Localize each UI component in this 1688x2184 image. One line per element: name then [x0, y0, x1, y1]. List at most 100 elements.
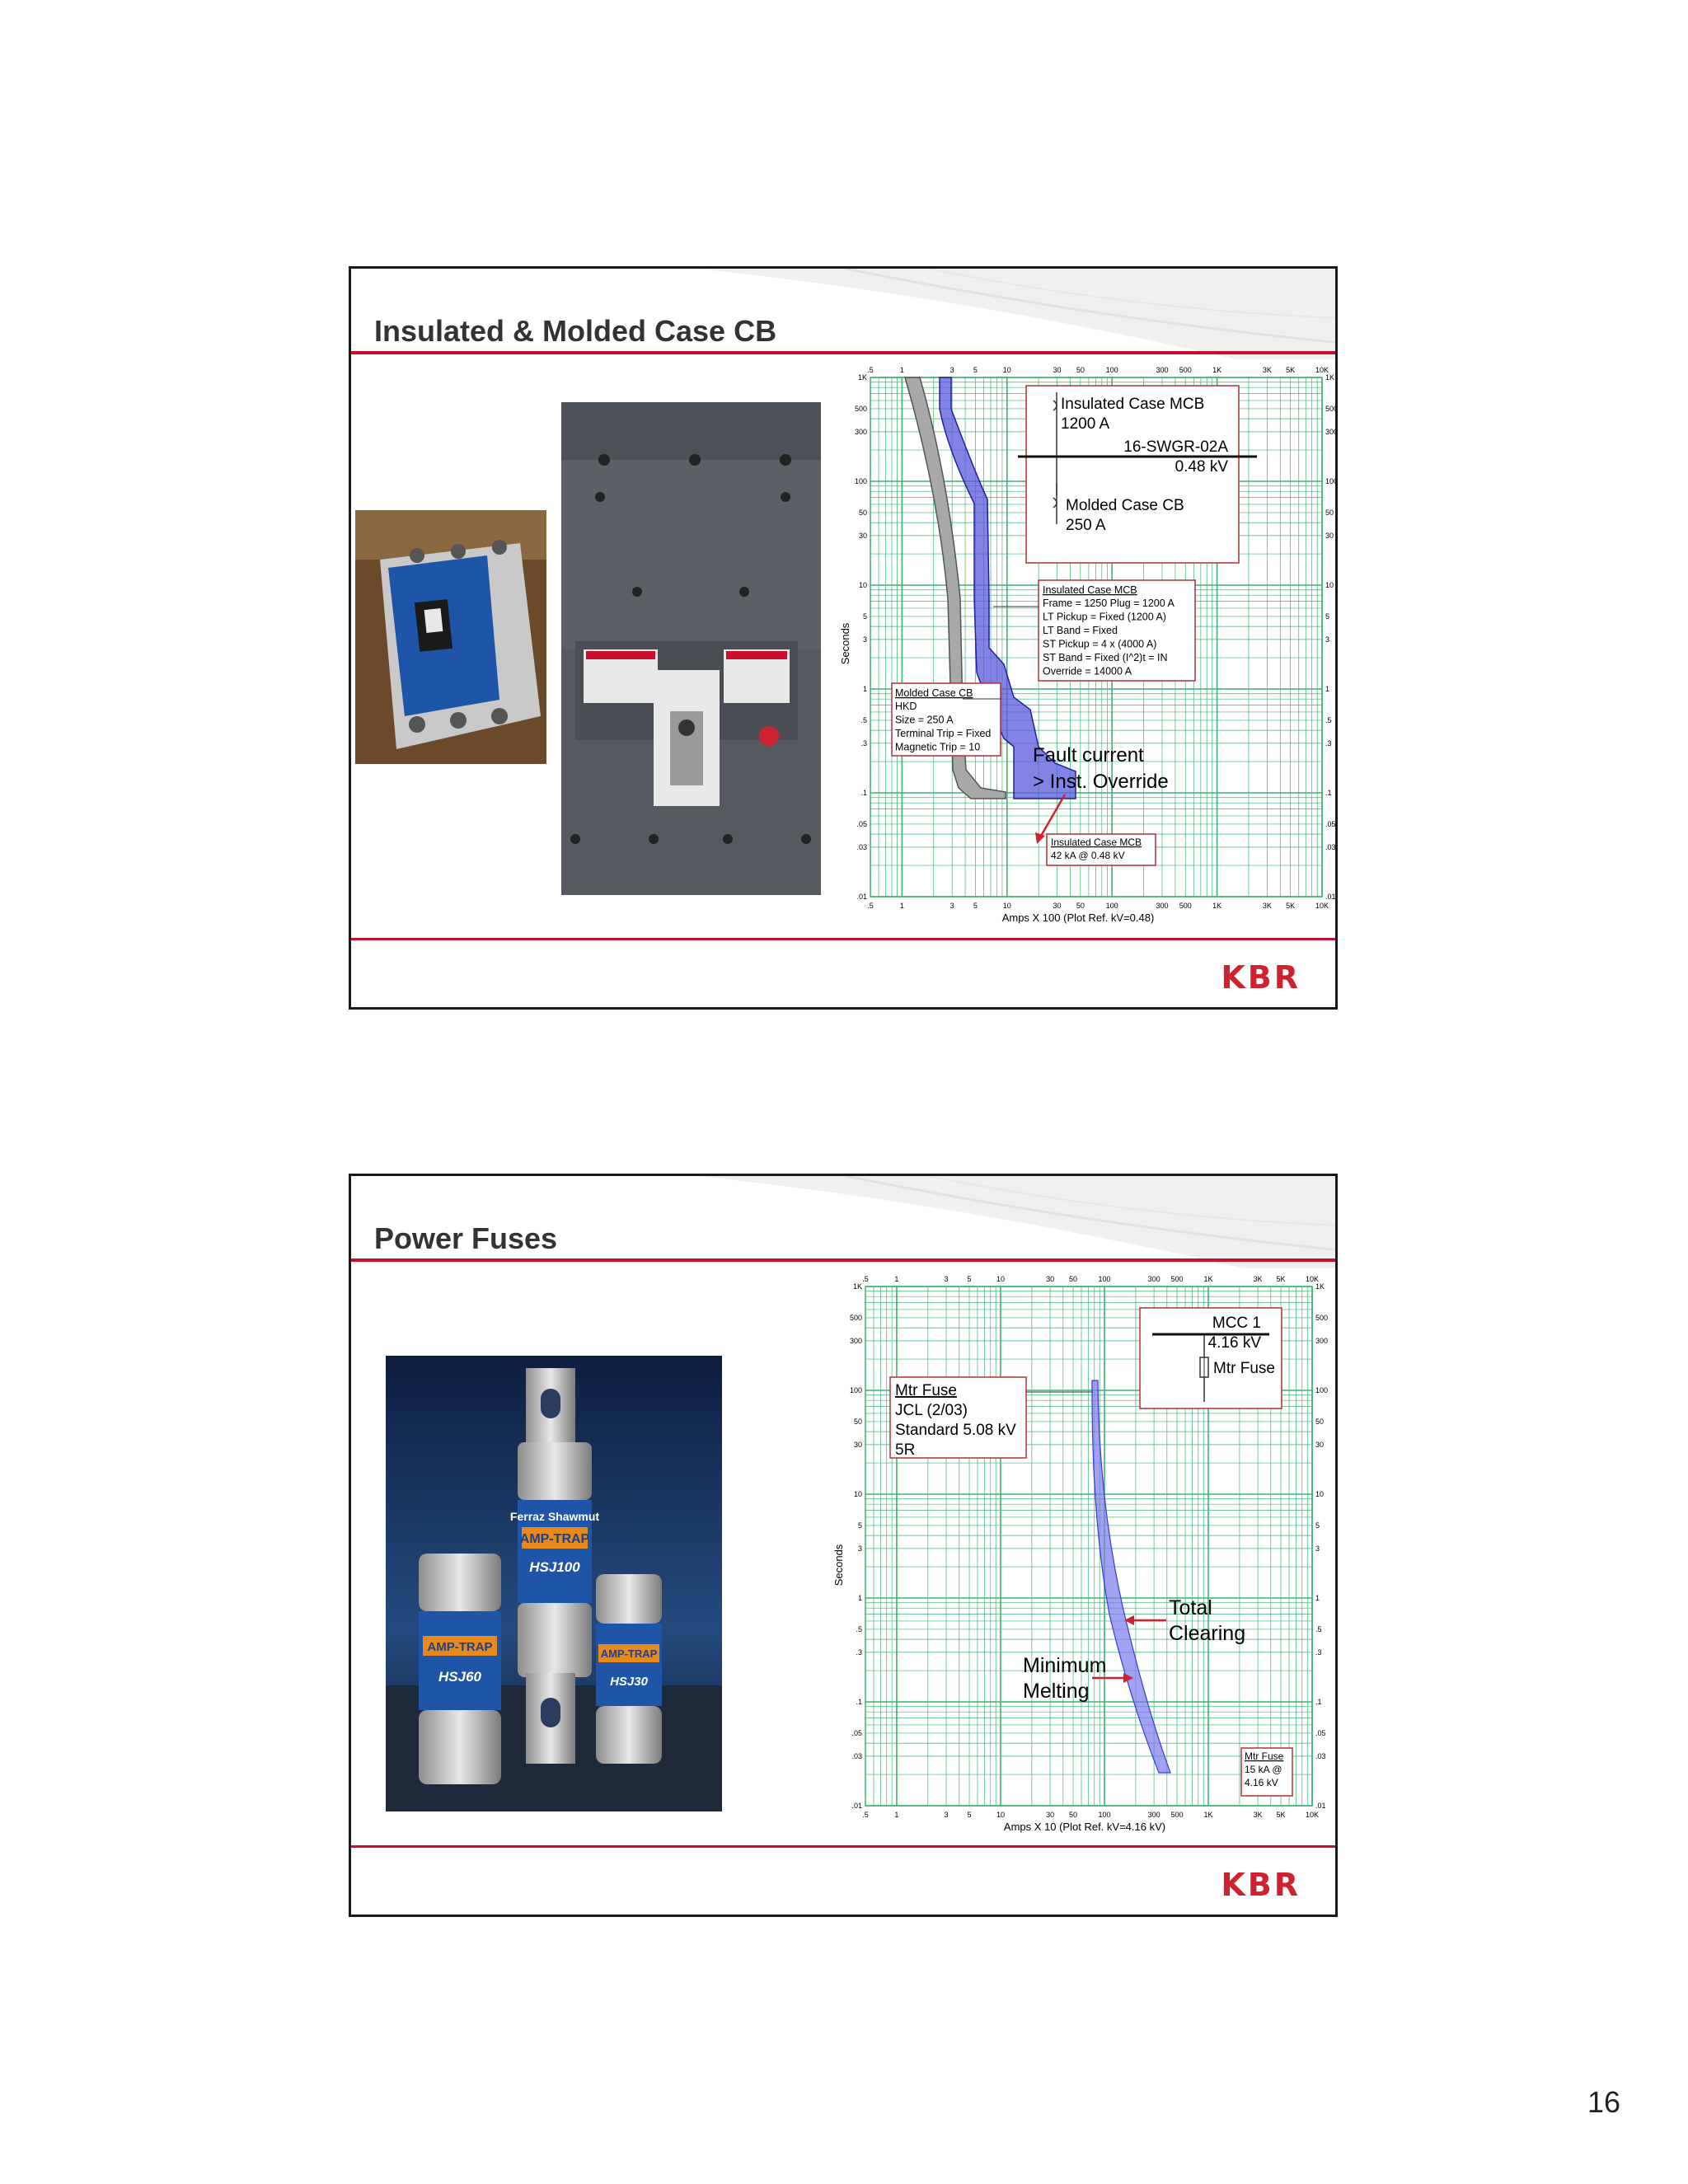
x-tick-label-top: 3K: [1263, 366, 1272, 374]
y-tick-label: 50: [859, 509, 867, 517]
y-tick-label: 300: [855, 428, 867, 436]
fault-arrowhead: [1035, 832, 1045, 844]
slide-power-fuses: Power Fuses Ferraz Shawmut AMP-TRAP HSJ1…: [349, 1174, 1338, 1917]
fault-box-title: Insulated Case MCB: [1051, 837, 1142, 848]
y-tick-label: .1: [860, 789, 867, 797]
slide-background-swoosh: [697, 1176, 1335, 1291]
fuse-box-title: Mtr Fuse: [895, 1382, 957, 1399]
oneline-device: Mtr Fuse: [1213, 1360, 1275, 1377]
x-tick-label: 10K: [1306, 1811, 1319, 1819]
x-tick-label: 1: [900, 902, 904, 910]
x-tick-label-top: .5: [867, 366, 874, 374]
y-tick-label-right: 3: [1325, 635, 1329, 644]
y-tick-label-right: .05: [1325, 820, 1335, 828]
x-tick-label: 1K: [1212, 902, 1221, 910]
mcb-setting-line: Frame = 1250 Plug = 1200 A: [1043, 598, 1175, 609]
y-tick-labels: 1K1K500500300300100100505030301010553311…: [855, 373, 1335, 901]
x-tick-label: 100: [1106, 902, 1118, 910]
x-tick-label: 1K: [1203, 1811, 1212, 1819]
x-tick-label: 300: [1156, 902, 1168, 910]
x-tick-label-top: 5K: [1286, 366, 1295, 374]
x-tick-label-top: 100: [1098, 1275, 1110, 1283]
y-tick-label: 100: [850, 1386, 862, 1394]
y-tick-label-right: 10: [1325, 581, 1334, 589]
slide-insulated-molded-case-cb: Insulated & Molded Case CB: [349, 266, 1338, 1010]
fuse-setting-line: 5R: [895, 1441, 915, 1459]
molded-case-cb-curve: [904, 377, 1006, 799]
minimum-melting-label-line2: Melting: [1023, 1680, 1090, 1703]
footer-rule: [351, 1845, 1335, 1848]
mccb-setting-line: Terminal Trip = Fixed: [895, 728, 991, 739]
kbr-logo: KBR: [1221, 1867, 1301, 1903]
y-tick-label-right: .03: [1315, 1752, 1326, 1760]
fuse-setting-line: Standard 5.08 kV: [895, 1422, 1016, 1439]
y-tick-label-right: 5: [1325, 612, 1329, 621]
x-tick-label-top: 10K: [1306, 1275, 1319, 1283]
fault-annotation-line2: > Inst. Override: [1033, 771, 1169, 793]
x-tick-label: 10: [996, 1811, 1005, 1819]
y-tick-label: .1: [856, 1698, 862, 1706]
title-rule: [351, 351, 1335, 354]
y-tick-label-right: 5: [1315, 1521, 1320, 1530]
y-tick-label: .03: [856, 843, 867, 851]
y-tick-label: 300: [850, 1337, 862, 1345]
y-tick-label-right: 50: [1315, 1418, 1324, 1426]
mtr-fuse-curve: [1091, 1380, 1171, 1774]
title-rule: [351, 1258, 1335, 1262]
x-tick-label-top: 10K: [1315, 366, 1329, 374]
y-tick-label-right: .05: [1315, 1729, 1326, 1737]
x-tick-label-top: 5K: [1277, 1275, 1286, 1283]
y-tick-label: 30: [854, 1441, 862, 1449]
page-number: 16: [1587, 2085, 1620, 2119]
oneline-bus-name: 16-SWGR-02A: [1123, 438, 1228, 456]
y-tick-label-right: .03: [1325, 843, 1335, 851]
x-tick-label: 3K: [1263, 902, 1272, 910]
y-tick-label-right: .3: [1315, 1648, 1322, 1657]
fuse-fault-box: Mtr Fuse 15 kA @ 4.16 kV: [1240, 1747, 1293, 1797]
mcb-box-title: Insulated Case MCB: [1043, 584, 1137, 596]
x-tick-label-top: 1K: [1212, 366, 1221, 374]
x-tick-label: 5K: [1286, 902, 1295, 910]
mcb-setting-line: LT Band = Fixed: [1043, 625, 1118, 636]
y-tick-label: 50: [854, 1418, 862, 1426]
y-tick-label: .01: [851, 1802, 862, 1810]
slide-background-swoosh: [697, 269, 1335, 383]
mccb-setting-line: Magnetic Trip = 10: [895, 742, 980, 753]
x-tick-label: 50: [1069, 1811, 1077, 1819]
x-tick-label-top: 5: [968, 1275, 972, 1283]
oneline-lower-device: Molded Case CB: [1066, 497, 1184, 514]
y-axis-label: Seconds: [832, 1544, 845, 1586]
fuse-hsj100-label: HSJ100: [529, 1559, 580, 1575]
x-tick-label: 100: [1098, 1811, 1110, 1819]
y-tick-label-right: 500: [1325, 405, 1335, 413]
total-clearing-label-line1: Total: [1169, 1596, 1212, 1619]
footer-rule: [351, 938, 1335, 940]
x-tick-label: 5: [968, 1811, 972, 1819]
mcb-setting-line: LT Pickup = Fixed (1200 A): [1043, 612, 1166, 623]
y-tick-label-right: 100: [1325, 477, 1335, 485]
x-tick-label: 500: [1179, 902, 1192, 910]
y-tick-label: .5: [860, 716, 867, 724]
x-tick-label-top: 3: [950, 366, 954, 374]
y-tick-label-right: 1K: [1315, 1282, 1325, 1291]
fuse-amptrap-label: AMP-TRAP: [520, 1532, 590, 1546]
x-tick-label-top: 3: [945, 1275, 949, 1283]
oneline-upper-device: Insulated Case MCB: [1061, 396, 1204, 413]
oneline-diagram: Insulated Case MCB 1200 A 16-SWGR-02A 0.…: [1018, 385, 1257, 564]
total-clearing-arrowhead: [1124, 1615, 1134, 1625]
y-tick-label: 500: [850, 1314, 862, 1322]
y-axis-label: Seconds: [841, 622, 851, 664]
y-tick-label-right: 3: [1315, 1544, 1320, 1553]
x-tick-label: 5K: [1277, 1811, 1286, 1819]
x-tick-label-top: 3K: [1254, 1275, 1263, 1283]
fuse-brand-label: Ferraz Shawmut: [510, 1510, 599, 1523]
minimum-melting-label-line1: Minimum: [1023, 1654, 1106, 1677]
x-tick-label-top: 1: [894, 1275, 898, 1283]
fault-annotation-line1: Fault current: [1033, 744, 1144, 766]
x-tick-label-top: 300: [1156, 366, 1168, 374]
x-tick-label-top: 5: [973, 366, 978, 374]
y-tick-label-right: .01: [1325, 893, 1335, 901]
x-tick-label: 30: [1053, 902, 1062, 910]
y-tick-label-right: .5: [1325, 716, 1332, 724]
